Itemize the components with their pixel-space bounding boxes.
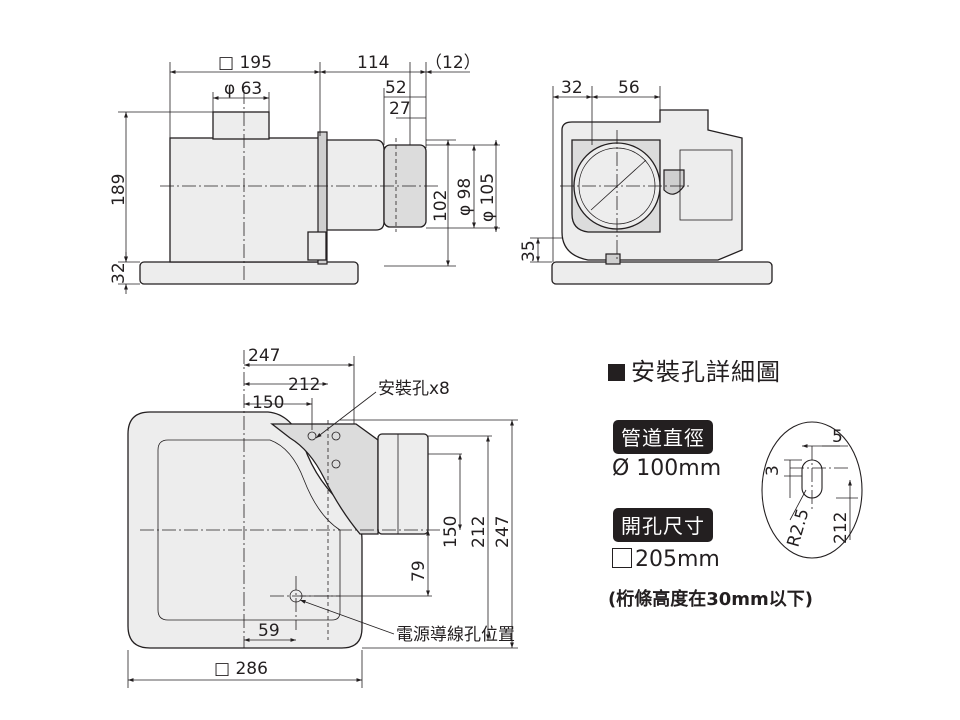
- side-adapter: [326, 139, 385, 231]
- dim-212h: 212: [288, 375, 320, 395]
- dim-27: 27: [389, 99, 411, 119]
- detail-title: 安裝孔詳細圖: [608, 352, 781, 387]
- dim-32-front: 32: [561, 78, 583, 98]
- plan-duct-spigot: [377, 433, 429, 535]
- label-install-holes: 安裝孔x8: [378, 379, 450, 399]
- dim-286: □ 286: [214, 659, 268, 679]
- detail-outline: [761, 421, 863, 559]
- duct-diameter-value: Ø 100mm: [612, 456, 722, 481]
- side-box: [307, 231, 327, 261]
- dim-5: 5: [832, 427, 843, 447]
- square-bullet-icon: [608, 364, 625, 381]
- dim-195: □ 195: [218, 53, 272, 73]
- opening-size-badge: 開孔尺寸: [613, 508, 713, 542]
- front-grille: [551, 261, 773, 285]
- dim-32-side: 32: [109, 262, 129, 284]
- dim-247v: 247: [493, 516, 513, 548]
- side-housing: [169, 137, 321, 263]
- dim-phi63: φ 63: [224, 79, 262, 99]
- dim-3: 3: [763, 465, 783, 476]
- dim-12: （12）: [425, 53, 481, 73]
- dim-phi98: φ 98: [455, 178, 475, 216]
- dim-150h: 150: [252, 393, 284, 413]
- side-view: □ 195 φ 63 114 （12） 52 27 102 φ 98 φ 105…: [109, 53, 500, 294]
- label-wire-hole: 電源導線孔位置: [396, 625, 515, 645]
- dim-212-detail: 212: [831, 512, 851, 544]
- dim-247h: 247: [248, 346, 280, 366]
- opening-size-text: 205mm: [635, 547, 720, 572]
- dim-102: 102: [431, 190, 451, 222]
- joist-height-note: (桁條高度在30mm以下): [608, 589, 814, 610]
- square-outline-icon: [612, 548, 632, 568]
- plan-view: 247 212 150 安裝孔x8 150 212 247 79 電源導線孔位置…: [127, 346, 518, 688]
- side-top-pipe: [212, 111, 270, 140]
- dim-59: 59: [258, 621, 280, 641]
- dim-114: 114: [357, 53, 389, 73]
- detail-title-text: 安裝孔詳細圖: [631, 358, 781, 386]
- dim-79: 79: [409, 560, 429, 582]
- dim-189: 189: [109, 174, 129, 206]
- side-grille: [139, 261, 359, 285]
- install-hole-detail: 5 3 R2.5 212: [761, 421, 863, 559]
- front-view: 32 56 35: [519, 78, 773, 285]
- dim-150v: 150: [441, 516, 461, 548]
- dim-r25: R2.5: [784, 507, 814, 550]
- dim-52: 52: [385, 78, 407, 98]
- dim-35: 35: [519, 240, 539, 262]
- dim-56: 56: [618, 78, 640, 98]
- duct-diameter-badge: 管道直徑: [613, 420, 713, 454]
- opening-size-value: 205mm: [612, 547, 720, 572]
- dim-phi105: φ 105: [478, 173, 498, 222]
- dim-212v: 212: [469, 516, 489, 548]
